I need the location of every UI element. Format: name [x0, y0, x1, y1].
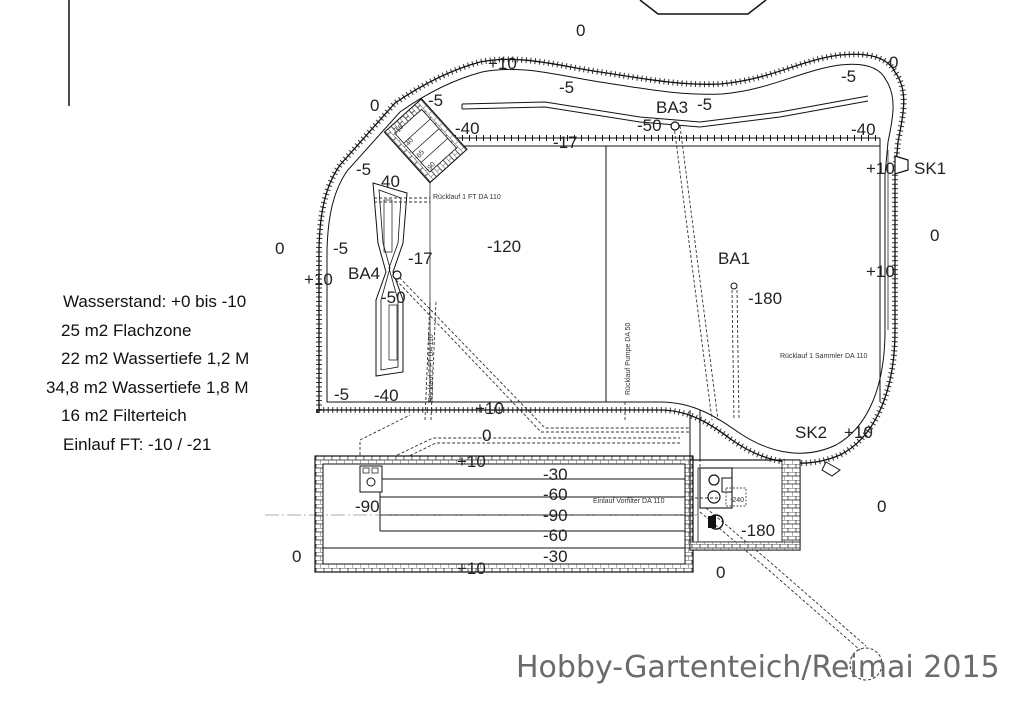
level-box-m240: -240: [730, 497, 744, 504]
level-m50-mid: -50: [381, 288, 406, 307]
level-box-m180: -180: [741, 521, 775, 540]
level-far-right-zero: 0: [877, 497, 886, 516]
outlet-dashed-circle: [849, 647, 883, 681]
level-ft-m60-top: -60: [543, 485, 568, 504]
stair-level-40: -40: [403, 137, 415, 149]
legend-water-level: Wasserstand: +0 bis -10: [63, 292, 247, 311]
level-box-zero: 0: [716, 563, 725, 582]
legend-filter-pond: 16 m2 Filterteich: [61, 406, 187, 425]
pipe-ruecklauf-2-ft: Rücklauf 2 FT DA 110: [428, 334, 435, 402]
legend-block: Wasserstand: +0 bis -10 25 m2 Flachzone …: [40, 288, 310, 459]
drain-ba4-symbol: [392, 270, 402, 280]
filter-equipment-box: [689, 459, 801, 551]
legend-depth-1-8: 34,8 m2 Wassertiefe 1,8 M: [46, 377, 249, 397]
legend-flat-zone: 25 m2 Flachzone: [61, 320, 192, 340]
skimmer-sk2-symbol: [821, 461, 841, 477]
level-left-zero-b: 0: [275, 239, 284, 258]
level-ft-p10-bot: +10: [457, 559, 486, 578]
shelf-line-top: [461, 95, 869, 123]
terrace-band: [429, 135, 889, 402]
level-m40-bay: 40: [381, 172, 400, 191]
stair-level-65: -65: [414, 149, 426, 161]
level-m120: -120: [487, 237, 521, 256]
level-left-p10: +10: [304, 270, 333, 289]
level-right-zero: 0: [930, 226, 939, 245]
level-right-p10: +10: [866, 262, 895, 281]
drain-ba3-symbol: [670, 121, 680, 131]
level-ft-m90: -90: [543, 506, 568, 525]
level-ba3-m5: -5: [697, 95, 712, 114]
level-top-m5b: -5: [428, 91, 443, 110]
level-tr-zero: 0: [889, 53, 898, 72]
level-m5-bottom: -5: [334, 385, 349, 404]
level-sk2-p10: +10: [844, 423, 873, 442]
level-left-m5b: -5: [356, 160, 371, 179]
level-ft-m60-bot: -60: [543, 526, 568, 545]
level-top-p10: +10: [488, 54, 517, 73]
marker-sk2: SK2: [795, 423, 827, 442]
level-sk1-p10: +10: [866, 159, 895, 178]
level-ft-m30-top: -30: [543, 465, 568, 484]
drain-ba1-symbol: [730, 282, 738, 290]
level-m180-main: -180: [748, 289, 782, 308]
marker-ba1: BA1: [718, 249, 750, 268]
legend-inlet: Einlauf FT: -10 / -21: [63, 434, 212, 454]
pipe-einlauf-vorfilter: Einlauf Vorfilter DA 110: [593, 498, 665, 505]
marker-sk1: SK1: [914, 159, 946, 178]
level-top-zero: 0: [576, 21, 585, 40]
level-top-m5a: -5: [559, 78, 574, 97]
level-m40-bottom: -40: [374, 386, 399, 405]
pipe-ruecklauf-sammler: Rücklauf 1 Sammler DA 110: [780, 353, 868, 360]
level-left-m5c: -5: [333, 239, 348, 258]
skimmer-sk1-symbol: [894, 155, 909, 175]
main-pond-wall: [316, 51, 907, 467]
stair-level-90: -90: [425, 161, 437, 173]
level-p10-bottom: +10: [475, 399, 504, 418]
level-tr-m5: -5: [841, 67, 856, 86]
pipe-ruecklauf-pumpe: Rücklauf Pumpe DA 50: [625, 323, 632, 395]
level-m50-top: -50: [637, 116, 662, 135]
stair-block: [383, 98, 468, 184]
connector-wall: [689, 410, 701, 460]
pipe-ruecklauf-1-ft: Rücklauf 1 FT DA 110: [433, 194, 501, 201]
level-m40-right: -40: [851, 120, 876, 139]
level-ft-p10-top: +10: [457, 452, 486, 471]
level-ft-m90-left: -90: [355, 497, 380, 516]
level-ft-zero: 0: [482, 426, 491, 445]
level-ft-zero-left: 0: [292, 547, 301, 566]
filter-pond: [265, 455, 700, 573]
marker-ba4: BA4: [348, 264, 380, 283]
marker-ba3: BA3: [656, 98, 688, 117]
left-bay: [372, 182, 408, 377]
credit-watermark: Hobby-Gartenteich/Reimai 2015: [516, 650, 1000, 685]
legend-depth-1-2: 22 m2 Wassertiefe 1,2 M: [61, 349, 250, 368]
level-m17-top: -17: [553, 133, 578, 152]
level-ft-m30-bot: -30: [543, 547, 568, 566]
level-m40-left: -40: [455, 119, 480, 138]
shelf-line-top-2: [461, 100, 869, 128]
top-octagon-outline: [639, 0, 767, 15]
level-left-zero-a: 0: [370, 96, 379, 115]
level-m17-mid: -17: [408, 249, 433, 268]
